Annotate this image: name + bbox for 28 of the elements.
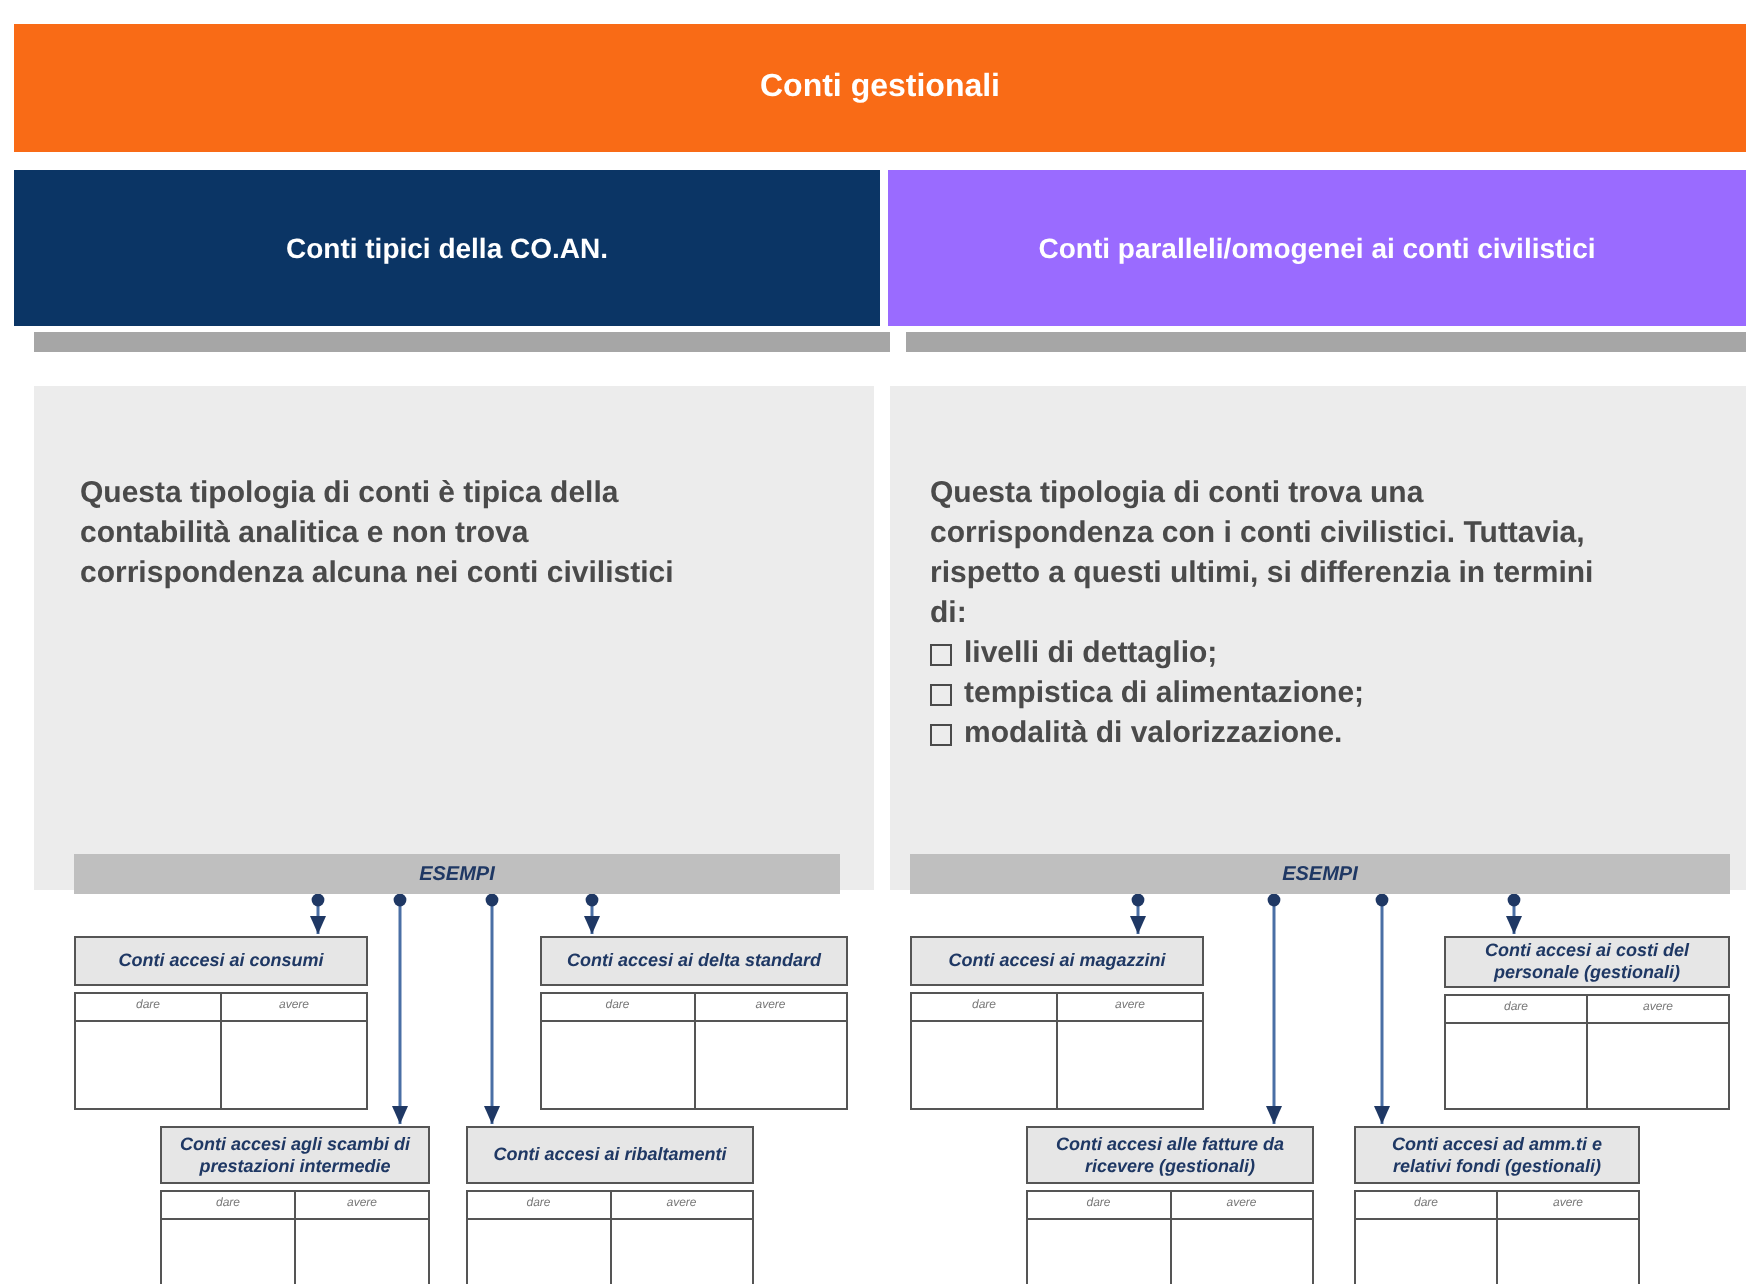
account-header: Conti accesi ai magazzini [910, 936, 1204, 986]
list-item: tempistica di alimentazione; [964, 674, 1365, 714]
text-panel [890, 386, 1746, 890]
arrow [484, 893, 500, 1124]
arrow [1506, 893, 1522, 934]
account-header: Conti accesi agli scambi di prestazioni intermedie [160, 1126, 430, 1184]
account-header: Conti accesi ai costi del personale (gestionali) [1444, 936, 1730, 988]
account-header: Conti accesi ai delta standard [540, 936, 848, 986]
description-text: Questa tipologia di conti trova una corrispondenza con i conti civilistici. Tuttavia, rispetto a questi ultimi, si differenzia in termini di: [930, 474, 1596, 634]
list-item: livelli di dettaglio; [964, 634, 1218, 674]
account-header: Conti accesi ai ribaltamenti [466, 1126, 754, 1184]
account-header: Conti accesi ai consumi [74, 936, 368, 986]
account-header: Conti accesi alle fatture da ricevere (gestionali) [1026, 1126, 1314, 1184]
arrow [1374, 893, 1390, 1124]
column-header: Conti paralleli/omogenei ai conti civilistici [888, 170, 1746, 326]
text-panel [34, 386, 874, 890]
arrow [584, 893, 600, 934]
arrow [310, 893, 326, 934]
description-text: Questa tipologia di conti è tipica della contabilità analitica e non trova corrispondenza alcuna nei conti civilistici [80, 474, 676, 594]
section-label-bar: ESEMPI [74, 854, 840, 894]
arrow [392, 893, 408, 1124]
section-label-bar: ESEMPI [910, 854, 1730, 894]
title-banner: Conti gestionali [14, 24, 1746, 152]
arrow [1266, 893, 1282, 1124]
arrow [1130, 893, 1146, 934]
column-header: Conti tipici della CO.AN. [14, 170, 880, 326]
account-header: Conti accesi ad amm.ti e relativi fondi (gestionali) [1354, 1126, 1640, 1184]
list-item: modalità di valorizzazione. [964, 714, 1343, 754]
